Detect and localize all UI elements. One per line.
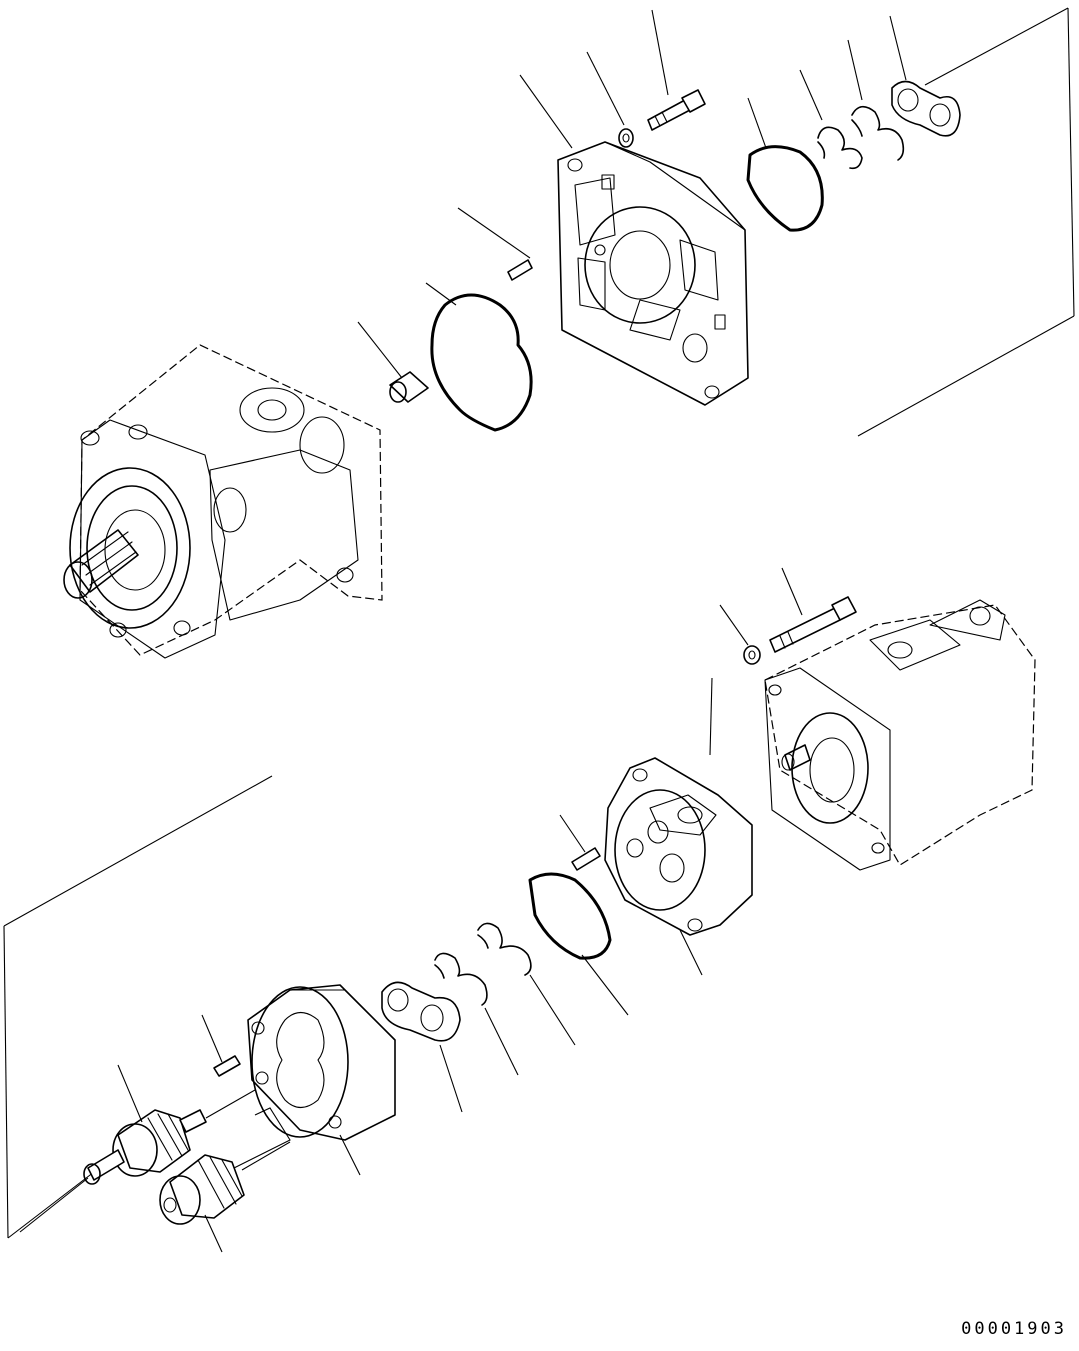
leader-drive-gear <box>117 1064 143 1123</box>
gear-case <box>247 984 396 1141</box>
leader-o-ring-oval-upper <box>747 97 767 149</box>
leader-o-ring-upper <box>425 282 457 306</box>
leader-dowel-pin-upper <box>457 207 531 259</box>
gear-housing-cover <box>604 757 753 936</box>
leader-dowel-pin-lower-right <box>559 814 586 853</box>
dowel-pin-lower-left <box>213 1055 241 1077</box>
leader-bolt-lower <box>781 567 803 616</box>
leader-end-cover <box>519 74 573 149</box>
leader-gear-housing-cover <box>679 929 703 976</box>
backup-rings-lower <box>434 922 532 1006</box>
drive-shaft-axis <box>19 1177 89 1233</box>
rear-pump-assembly <box>764 599 1036 871</box>
drive-gear <box>83 1109 207 1185</box>
leader-washer-upper <box>586 51 625 126</box>
leader-backup-ring-a-lower <box>529 974 576 1046</box>
main-pump-body <box>63 344 383 659</box>
leader-thrust-plate-lower <box>439 1044 463 1113</box>
end-cover-plate <box>557 141 749 406</box>
thrust-plate-lower <box>381 981 461 1042</box>
driven-gear <box>159 1154 245 1225</box>
gear-pair-bracket <box>229 1107 291 1171</box>
bushing <box>389 371 429 403</box>
leader-backup-ring-b-upper <box>847 39 863 101</box>
dowel-pin-upper <box>507 259 533 281</box>
leader-backup-ring-a-upper <box>799 69 823 121</box>
leader-gear-case <box>339 1134 361 1176</box>
bolt-lower <box>769 596 857 653</box>
leader-housing-link <box>709 677 713 756</box>
washer-lower <box>743 645 761 665</box>
o-ring-oval-upper <box>746 145 824 232</box>
backup-rings-upper <box>817 105 905 170</box>
leader-driven-gear <box>204 1214 223 1253</box>
leader-o-ring-oval-lower <box>581 954 629 1016</box>
leader-backup-ring-b-lower <box>484 1007 519 1076</box>
drawing-number: 00001903 <box>961 1319 1067 1339</box>
o-ring-oval-lower <box>528 872 612 960</box>
o-ring-large-upper <box>430 293 533 432</box>
lower-frame-lines <box>3 775 273 1239</box>
leader-washer-lower <box>719 604 749 646</box>
drive-gear-axis <box>205 1089 256 1119</box>
bolt-upper <box>647 89 706 131</box>
leader-bolt-upper <box>651 9 669 96</box>
leader-dowel-pin-lower-left <box>201 1014 223 1063</box>
leader-thrust-plate-upper <box>889 15 907 81</box>
thrust-plate-upper <box>891 80 961 137</box>
driven-gear-axis <box>241 1141 291 1171</box>
upper-frame-lines <box>857 7 1075 437</box>
washer-upper <box>618 128 634 148</box>
leader-bushing <box>357 321 403 379</box>
dowel-pin-lower-right <box>571 847 601 871</box>
